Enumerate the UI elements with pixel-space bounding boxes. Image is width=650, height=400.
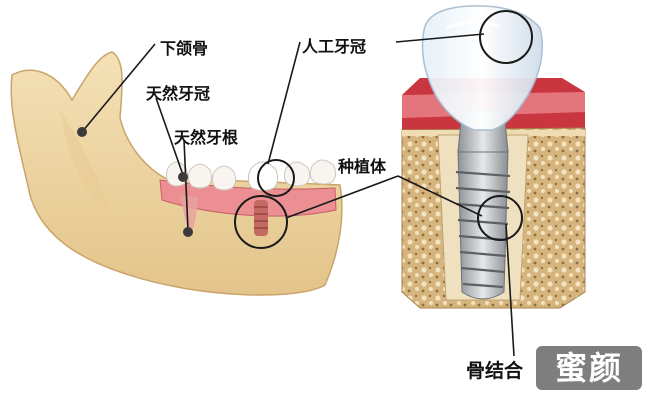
watermark-logo: 蜜颜 — [536, 346, 642, 390]
implant-cross-section — [401, 5, 586, 309]
implant-threads — [455, 170, 511, 289]
label-mandible: 下颌骨 — [160, 39, 209, 58]
label-osseointegration: 骨结合 — [466, 360, 524, 382]
callout-markers — [77, 10, 533, 249]
callout-circle — [257, 159, 295, 197]
implant-screw — [457, 149, 509, 300]
callout-dot — [183, 227, 193, 237]
label-natural-root: 天然牙根 — [174, 128, 239, 147]
jaw-implant — [254, 200, 268, 236]
callout-dot — [77, 127, 87, 137]
callout-circle — [234, 195, 288, 249]
callout-circle — [477, 195, 523, 241]
callout-lines — [81, 33, 515, 357]
label-implant-body: 种植体 — [338, 157, 387, 176]
label-natural-crown: 天然牙冠 — [146, 84, 211, 103]
label-artificial-crown: 人工牙冠 — [302, 37, 367, 56]
callout-dot — [178, 172, 188, 182]
callout-circle — [479, 10, 533, 64]
